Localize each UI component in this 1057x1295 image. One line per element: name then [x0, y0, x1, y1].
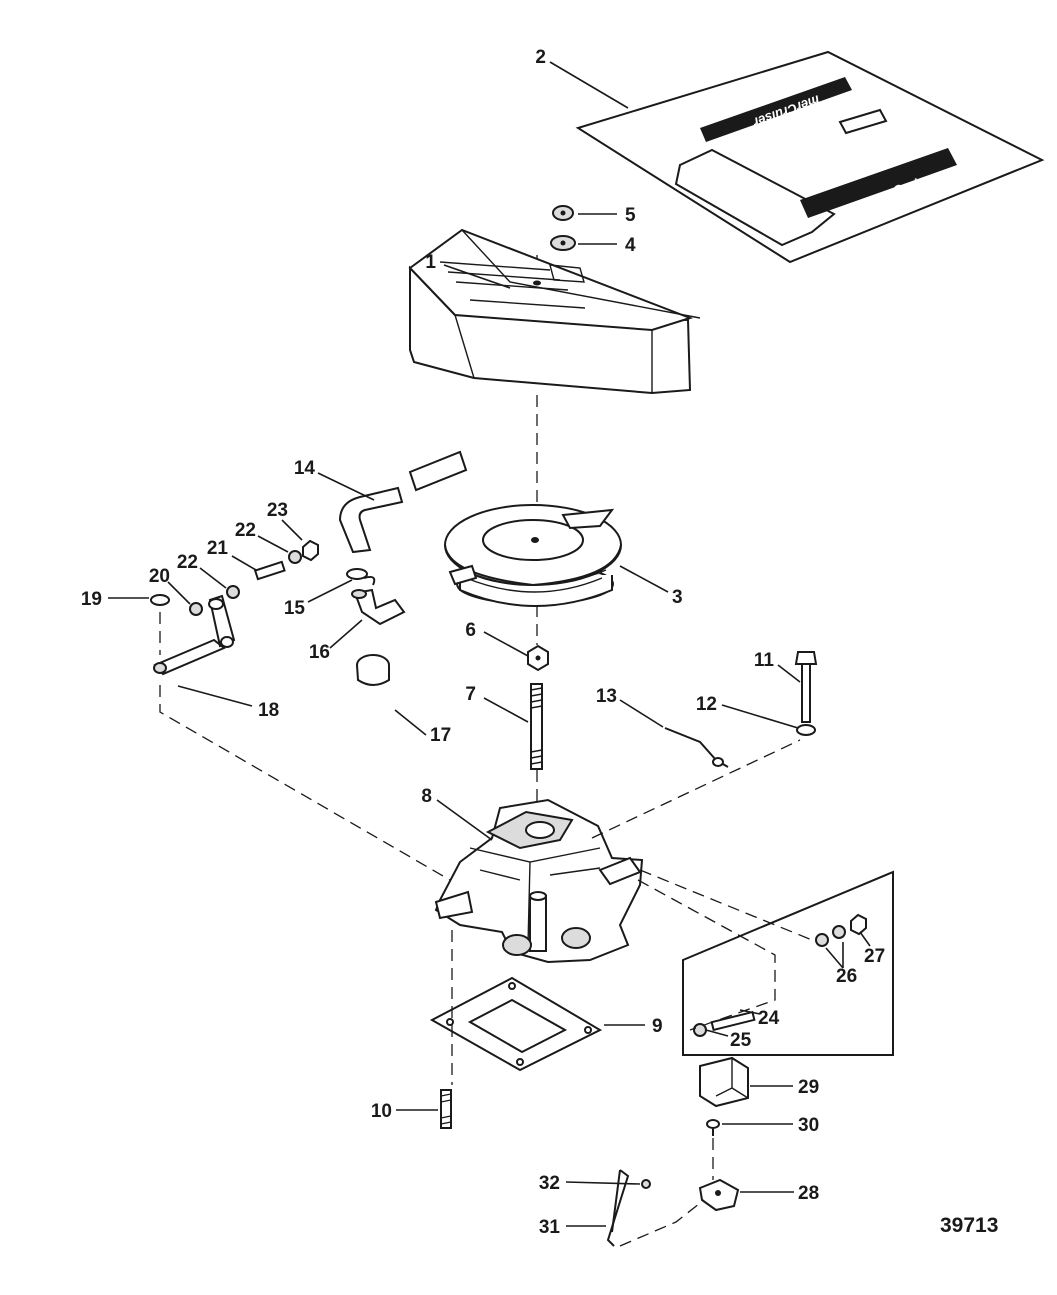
callout-9: 9	[652, 1016, 663, 1037]
callout-29: 29	[798, 1077, 819, 1098]
callout-6: 6	[465, 620, 476, 641]
washer-12	[796, 724, 816, 736]
nut-22b	[226, 585, 240, 599]
callout-30: 30	[798, 1115, 819, 1136]
callout-23: 23	[267, 500, 288, 521]
nut-25	[693, 1023, 707, 1037]
callout-10: 10	[371, 1101, 392, 1122]
callout-22-lower: 22	[177, 552, 198, 573]
wing-nut	[552, 205, 574, 221]
flat-washer	[550, 235, 576, 251]
hardware-inset	[682, 870, 894, 1056]
bolt-11	[794, 651, 818, 723]
alignment-lines	[159, 685, 813, 1247]
callout-14: 14	[294, 458, 316, 479]
callout-1: 1	[425, 252, 436, 273]
callout-16: 16	[309, 642, 330, 663]
callout-22-upper: 22	[235, 520, 256, 541]
decal-sheet: merCruiser merCruiser	[575, 50, 1045, 264]
callout-17: 17	[430, 725, 451, 746]
clip-28	[698, 1178, 740, 1212]
callout-19: 19	[81, 589, 102, 610]
callout-7: 7	[465, 684, 476, 705]
callout-24: 24	[758, 1008, 780, 1029]
callout-2: 2	[535, 47, 546, 68]
carburetor	[434, 798, 644, 964]
callout-28: 28	[798, 1183, 819, 1204]
stud-21	[253, 560, 286, 581]
callout-20: 20	[149, 566, 170, 587]
figure-number: 39713	[940, 1214, 998, 1237]
callout-21: 21	[207, 538, 229, 559]
callout-4: 4	[625, 235, 636, 256]
callout-25: 25	[730, 1030, 752, 1051]
choke-rod	[664, 727, 729, 768]
bracket-29	[699, 1056, 749, 1108]
callout-12: 12	[696, 694, 717, 715]
vent-hose	[338, 450, 468, 554]
nut-27	[850, 913, 867, 936]
callout-26: 26	[836, 966, 857, 987]
short-stud	[440, 1089, 452, 1129]
callout-3: 3	[672, 587, 683, 608]
washer-26a	[815, 933, 829, 947]
elbow-fitting	[351, 588, 406, 626]
screw-30	[706, 1119, 720, 1136]
washer-19	[150, 594, 170, 606]
cap-plug	[356, 654, 390, 686]
decal-small-window	[838, 108, 888, 135]
callout-labels: 2 1 5 4 3 6 7 8 9 10 11 12 13 14 15 16 1…	[81, 47, 885, 1238]
long-stud	[530, 683, 543, 770]
grommet-15	[346, 568, 376, 586]
callout-5: 5	[625, 205, 636, 226]
stud-24	[710, 1010, 756, 1032]
callout-13: 13	[596, 686, 617, 707]
callout-18: 18	[258, 700, 279, 721]
callout-15: 15	[284, 598, 306, 619]
washer-26b	[832, 925, 846, 939]
flame-arrestor	[444, 504, 622, 607]
decal-large-window	[674, 148, 836, 247]
flame-arrestor-cover	[408, 228, 701, 395]
callout-27: 27	[864, 946, 885, 967]
retainer-32	[641, 1179, 651, 1189]
hex-nut	[527, 644, 549, 672]
callout-8: 8	[421, 786, 432, 807]
carburetor-gasket	[429, 976, 603, 1072]
spring-clip-31	[606, 1169, 630, 1247]
nut-22a	[288, 550, 302, 564]
washer-20	[189, 602, 203, 616]
callout-32: 32	[539, 1173, 560, 1194]
nut-23	[302, 539, 319, 562]
leader-lines	[108, 61, 871, 1227]
throttle-lever	[153, 594, 236, 676]
callout-31: 31	[539, 1217, 561, 1238]
callout-11: 11	[754, 650, 775, 671]
